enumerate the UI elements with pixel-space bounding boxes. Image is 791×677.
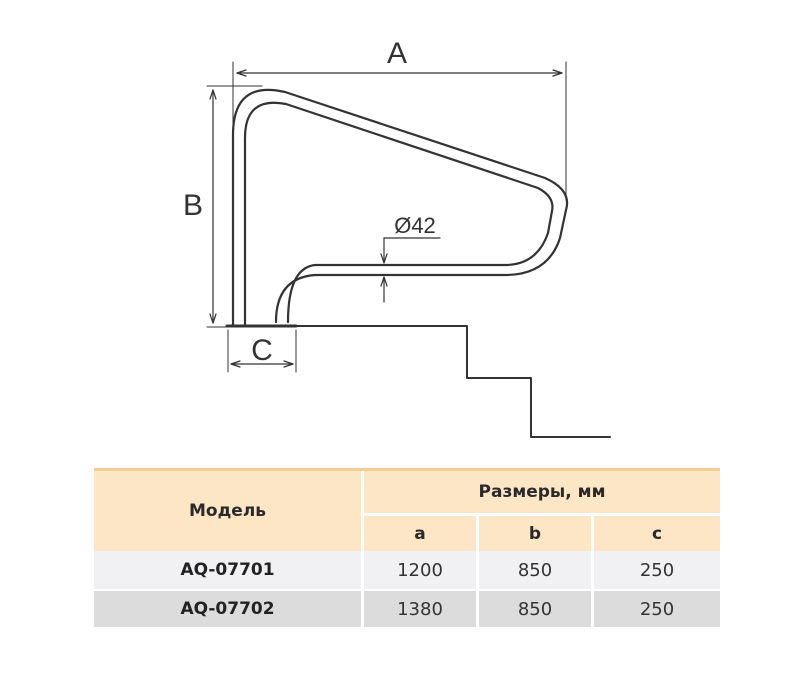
row-value-b: 850	[479, 589, 594, 627]
dim-a-arrow-right	[552, 69, 563, 77]
dim-c-label: C	[251, 334, 273, 367]
specification-table: Модель Размеры, мм a b c AQ-07701 1200 8…	[94, 468, 721, 627]
row-value-c: 250	[594, 551, 721, 589]
dim-a-arrow-left	[236, 69, 247, 77]
header-col-b: b	[479, 516, 594, 551]
dim-a-label: A	[387, 37, 407, 70]
header-sizes: Размеры, мм	[364, 471, 721, 516]
dim-b-label: B	[183, 189, 203, 222]
dim-c-arrow-left	[230, 360, 241, 368]
row-value-b: 850	[479, 551, 594, 589]
dim-b-arrow-bottom	[209, 313, 217, 324]
table-row: AQ-07701 1200 850 250	[94, 551, 721, 589]
row-value-a: 1380	[364, 589, 479, 627]
stairs-profile	[295, 325, 611, 438]
table-row: AQ-07702 1380 850 250	[94, 589, 721, 627]
dim-c-arrow-right	[283, 360, 294, 368]
row-model: AQ-07702	[94, 589, 364, 627]
diameter-arrow-top	[380, 253, 388, 264]
header-col-a: a	[364, 516, 479, 551]
header-col-c: c	[594, 516, 721, 551]
diameter-arrow-bottom	[380, 276, 388, 287]
handrail-drawing: A B C Ø42	[183, 37, 611, 438]
row-value-a: 1200	[364, 551, 479, 589]
diameter-label: Ø42	[394, 213, 436, 238]
handrail-inner-line	[243, 101, 554, 328]
row-model: AQ-07701	[94, 551, 364, 589]
header-model: Модель	[94, 471, 364, 551]
row-value-c: 250	[594, 589, 721, 627]
dim-b-arrow-top	[209, 89, 217, 100]
handrail-outer-line	[231, 88, 569, 328]
